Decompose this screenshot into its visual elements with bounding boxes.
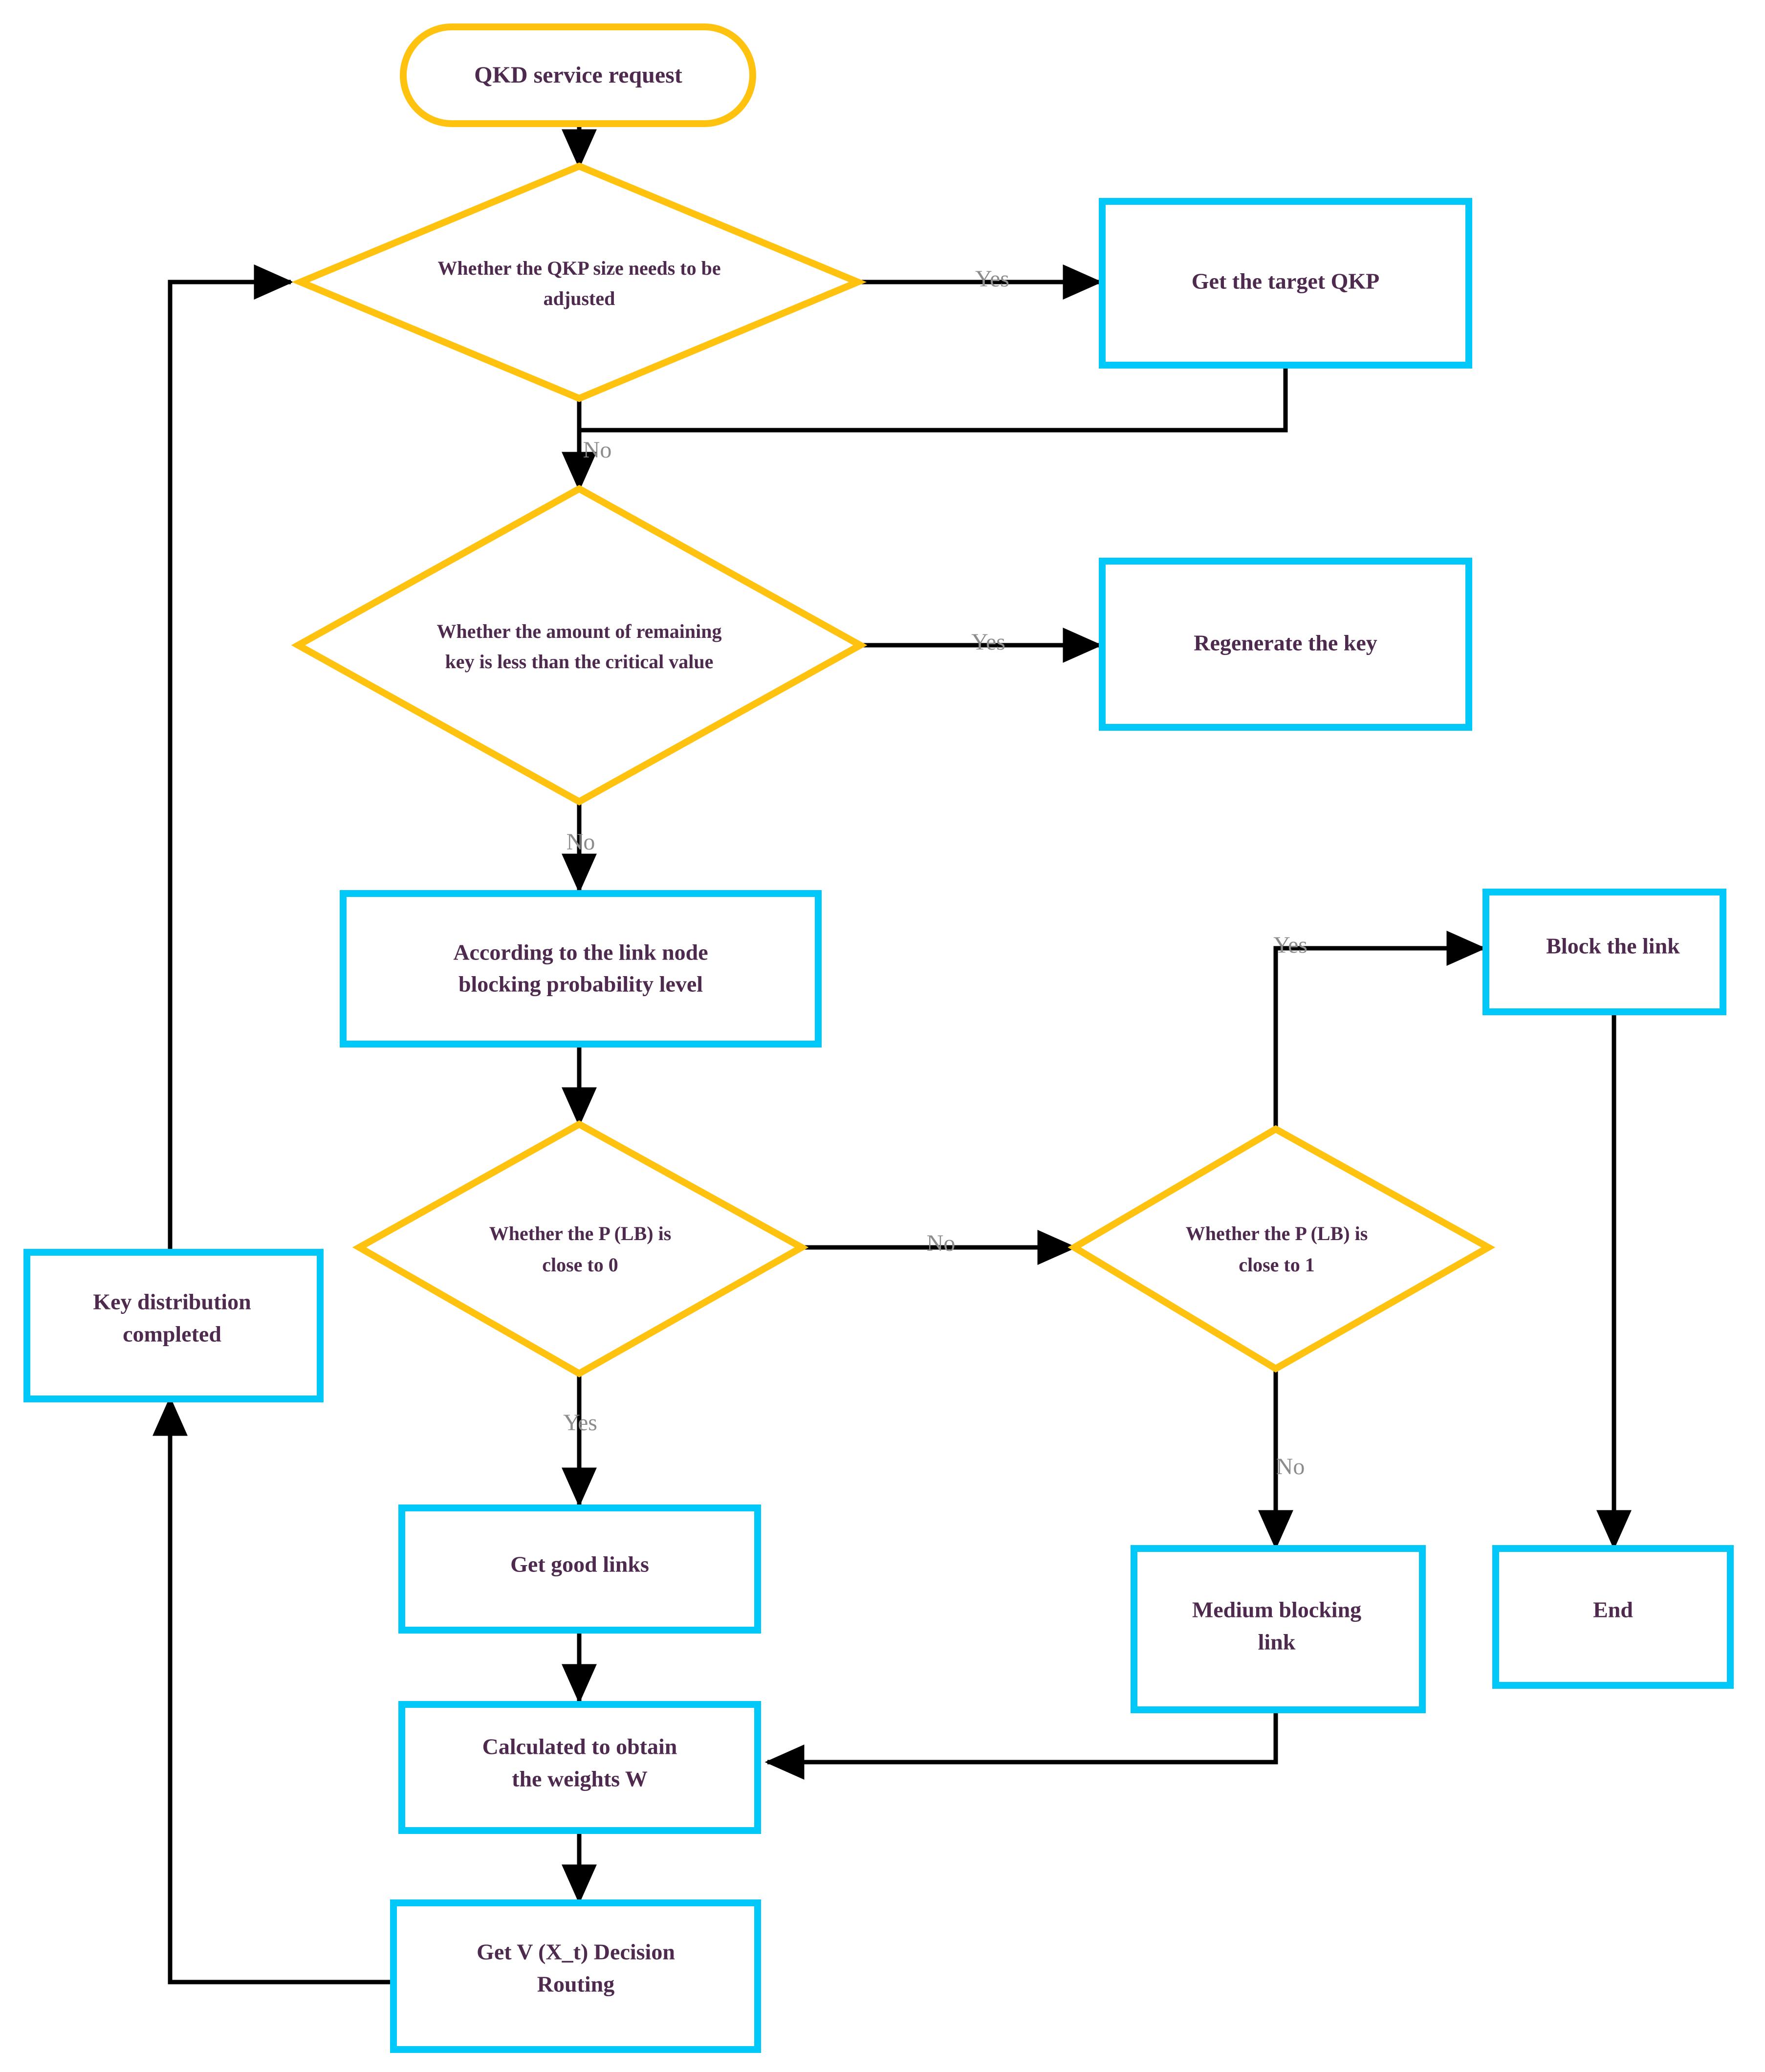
decision-remaining-key-shape [291, 484, 868, 806]
decision-plb-one-label-line1: Whether the P (LB) is [1186, 1222, 1368, 1244]
key-distribution-completed-shape [23, 1249, 324, 1402]
edge-labels-layer: Yes No Yes No No Yes Yes No [563, 266, 1307, 1480]
edge-get-target-return [579, 365, 1288, 433]
get-target-qkp-shape [1099, 198, 1472, 369]
calculate-weights-label-line2: the weights W [512, 1767, 648, 1791]
edge-key-distribution-to-qkp-decision [168, 264, 294, 1251]
decision-qkp-size-label-line1: Whether the QKP size needs to be [437, 257, 720, 279]
node-decision-remaining-key[interactable]: Whether the amount of remaining key is l… [291, 484, 868, 806]
regenerate-key-shape [1099, 558, 1472, 731]
end-shape [1492, 1545, 1734, 1689]
key-distribution-completed-label-line2: completed [123, 1322, 221, 1347]
decision-plb-zero-label-line1: Whether the P (LB) is [489, 1222, 672, 1244]
edge-label-qkp-no: No [583, 437, 612, 463]
edge-label-remaining-no: No [567, 829, 595, 855]
block-the-link-label: Block the link [1546, 934, 1680, 959]
edge-medium-blocking-to-weights [764, 1711, 1278, 1780]
decision-plb-one-shape [1068, 1125, 1496, 1373]
edge-label-qkp-yes: Yes [975, 266, 1009, 292]
edges-layer [153, 124, 1632, 1985]
node-decision-routing[interactable]: Get V (X_t) Decision Routing [390, 1899, 761, 2053]
edge-label-plb-one-yes: Yes [1273, 932, 1307, 958]
edge-label-plb-zero-no: No [927, 1230, 956, 1256]
edge-label-plb-zero-yes: Yes [563, 1410, 597, 1436]
decision-remaining-key-label-line1: Whether the amount of remaining [437, 620, 722, 642]
key-distribution-completed-label-line1: Key distribution [93, 1289, 251, 1314]
get-good-links-shape [398, 1505, 761, 1634]
node-block-the-link[interactable]: Block the link [1482, 889, 1726, 1015]
edge-label-plb-one-no: No [1276, 1454, 1305, 1480]
link-node-blocking-label-line2: blocking probability level [458, 972, 703, 997]
medium-blocking-link-label-line2: link [1258, 1630, 1296, 1655]
decision-plb-zero-label-line2: close to 0 [542, 1254, 618, 1276]
medium-blocking-link-shape [1131, 1545, 1426, 1713]
decision-routing-label-line1: Get V (X_t) Decision [477, 1940, 675, 1964]
calculate-weights-label-line1: Calculated to obtain [482, 1734, 677, 1759]
node-regenerate-key[interactable]: Regenerate the key [1099, 558, 1472, 731]
start-terminator-shape [400, 23, 756, 127]
start-label: QKD service request [474, 62, 682, 88]
node-decision-qkp-size[interactable]: Whether the QKP size needs to be adjuste… [291, 162, 867, 402]
get-target-qkp-label: Get the target QKP [1192, 269, 1379, 294]
block-the-link-shape [1482, 889, 1726, 1015]
edge-label-remaining-yes: Yes [971, 629, 1005, 655]
link-node-blocking-label-line1: According to the link node [453, 940, 708, 965]
edge-decision-routing-to-key-distribution [153, 1396, 391, 1985]
node-get-target-qkp[interactable]: Get the target QKP [1099, 198, 1472, 369]
decision-plb-one-label-line2: close to 1 [1239, 1254, 1315, 1276]
decision-remaining-key-label-line2: key is less than the critical value [445, 651, 714, 673]
decision-routing-shape [390, 1899, 761, 2053]
decision-routing-label-line2: Routing [537, 1972, 614, 1997]
node-key-distribution-completed[interactable]: Key distribution completed [23, 1249, 324, 1402]
decision-qkp-size-shape [291, 162, 867, 402]
node-decision-plb-one[interactable]: Whether the P (LB) is close to 1 [1068, 1125, 1496, 1373]
node-end[interactable]: End [1492, 1545, 1734, 1689]
node-calculate-weights[interactable]: Calculated to obtain the weights W [398, 1701, 761, 1834]
calculate-weights-shape [398, 1701, 761, 1834]
end-label: End [1593, 1597, 1633, 1622]
node-decision-plb-zero[interactable]: Whether the P (LB) is close to 0 [352, 1120, 809, 1378]
edge-plb-one-yes-to-block-link [1273, 931, 1486, 1129]
node-start[interactable]: QKD service request [400, 23, 756, 127]
node-link-node-blocking[interactable]: According to the link node blocking prob… [340, 890, 822, 1047]
regenerate-key-label: Regenerate the key [1194, 631, 1377, 655]
node-medium-blocking-link[interactable]: Medium blocking link [1131, 1545, 1426, 1713]
node-get-good-links[interactable]: Get good links [398, 1505, 761, 1634]
decision-qkp-size-label-line2: adjusted [544, 287, 615, 309]
medium-blocking-link-label-line1: Medium blocking [1192, 1597, 1361, 1622]
decision-plb-zero-shape [352, 1120, 809, 1378]
link-node-blocking-shape [340, 890, 822, 1047]
get-good-links-label: Get good links [510, 1552, 649, 1577]
